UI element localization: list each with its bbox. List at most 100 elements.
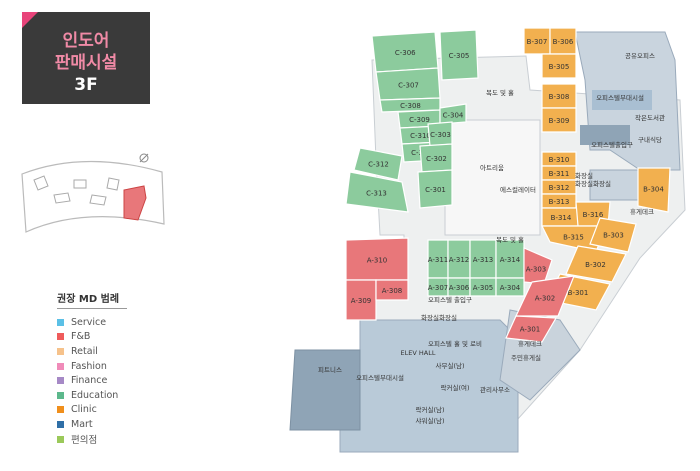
- facility-label-resident-lounge: 주민휴게실: [511, 353, 541, 362]
- facility-label-restroom-b2: 화장실: [575, 179, 593, 188]
- facility-label-rest-deck-b: 휴게데크: [630, 207, 654, 216]
- b-office-block: [580, 125, 630, 145]
- facility-label-elev-hall: ELEV HALL: [401, 349, 436, 357]
- unit-label: B-303: [603, 232, 624, 240]
- compass-icon: [139, 153, 149, 163]
- facility-label-officetel-lounge: 오피스텔부대시설: [596, 93, 644, 102]
- legend-item: Mart: [57, 417, 143, 432]
- legend-label: Clinic: [71, 404, 97, 416]
- facility-label-escalator: 에스컬레이터: [500, 185, 536, 194]
- unit-b-305[interactable]: [541, 53, 577, 79]
- unit-label: C-313: [366, 190, 387, 198]
- facility-label-restroom-b3: 화장실: [593, 179, 611, 188]
- unit-label: B-301: [568, 289, 589, 297]
- legend-swatch: [57, 391, 64, 399]
- legend-swatch: [57, 333, 64, 341]
- unit-a-304[interactable]: [495, 277, 525, 297]
- unit-c-313[interactable]: [345, 171, 409, 213]
- unit-c-305[interactable]: [439, 29, 479, 81]
- unit-label: A-310: [367, 257, 388, 265]
- unit-a-309[interactable]: [345, 279, 377, 321]
- legend-swatch: [57, 362, 64, 370]
- facility-label-restroom-a2: 화장실: [439, 313, 457, 322]
- unit-label: B-312: [549, 184, 570, 192]
- legend-swatch: [57, 420, 64, 428]
- title-line-1: 인도어: [62, 31, 110, 51]
- unit-label: B-315: [563, 234, 584, 242]
- unit-a-302[interactable]: [515, 275, 575, 317]
- unit-label: A-301: [520, 326, 541, 334]
- title-line-2: 판매시설: [54, 53, 118, 73]
- unit-label: C-307: [398, 82, 419, 90]
- unit-label: C-304: [443, 112, 464, 120]
- unit-label: A-303: [526, 266, 547, 274]
- legend-item: Service: [57, 315, 143, 330]
- unit-label: A-305: [473, 284, 494, 292]
- floor-title-card: 인도어 판매시설 3F: [22, 12, 150, 104]
- unit-a-308[interactable]: [375, 279, 409, 301]
- facility-label-locker-m: 락커실(남): [416, 405, 445, 414]
- facility-label-officetel-gate: 오피스텔출입구: [591, 140, 633, 149]
- legend-item: F&B: [57, 330, 143, 345]
- floor-plan: C-306C-305C-307C-308C-309C-310C-311C-304…: [289, 27, 686, 453]
- facility-label-fitness: 피트니스: [318, 365, 342, 374]
- facility-label-mgmt: 관리사무소: [480, 385, 510, 394]
- unit-label: B-307: [527, 38, 548, 46]
- legend-item: Education: [57, 388, 143, 403]
- unit-label: C-301: [425, 186, 446, 194]
- legend-label: Education: [71, 389, 119, 401]
- unit-label: B-309: [549, 117, 570, 125]
- unit-c-301[interactable]: [417, 169, 453, 209]
- unit-a-301[interactable]: [505, 315, 558, 343]
- unit-label: A-314: [500, 256, 521, 264]
- unit-label: B-311: [549, 170, 570, 178]
- unit-label: A-308: [382, 287, 403, 295]
- unit-label: C-303: [430, 131, 451, 139]
- facility-label-officetel-lounge-a: 오피스텔부대시설: [356, 373, 404, 382]
- legend-label: Retail: [71, 345, 98, 357]
- facility-label-atrium: 아트리움: [480, 163, 504, 172]
- legend-item: 편의점: [57, 432, 143, 447]
- legend-item: Clinic: [57, 403, 143, 418]
- unit-label: C-302: [426, 155, 447, 163]
- legend-label: Fashion: [71, 360, 107, 372]
- corner-accent: [22, 12, 38, 28]
- unit-c-304[interactable]: [439, 103, 467, 125]
- atrium-area: [444, 119, 541, 236]
- unit-label: B-304: [643, 186, 664, 194]
- legend-item: Finance: [57, 373, 143, 388]
- legend-swatch: [57, 318, 64, 326]
- fitness-zone: [289, 349, 361, 431]
- facility-label-shared-office: 공유오피스: [625, 51, 655, 60]
- unit-label: B-314: [551, 214, 572, 222]
- key-map: [21, 153, 165, 233]
- unit-label: B-313: [549, 198, 570, 206]
- legend-label: Mart: [71, 418, 93, 430]
- legend-item: Fashion: [57, 359, 143, 374]
- legend-swatch: [57, 406, 64, 414]
- legend-label: Finance: [71, 375, 108, 387]
- facility-label-officetel-hall: 오피스텔 홀 및 로비: [428, 339, 482, 348]
- legend-swatch: [57, 435, 64, 443]
- unit-label: B-306: [553, 38, 574, 46]
- unit-b-309[interactable]: [541, 107, 577, 133]
- facility-label-officetel-gate-a: 오피스텔 출입구: [428, 295, 472, 304]
- unit-label: C-309: [409, 116, 430, 124]
- facility-label-locker-f: 락커실(여): [441, 383, 470, 392]
- unit-label: A-313: [473, 256, 494, 264]
- unit-label: C-308: [400, 102, 421, 110]
- facility-label-restaurant: 구내식당: [638, 135, 662, 144]
- unit-label: B-308: [549, 93, 570, 101]
- unit-label: A-304: [500, 284, 521, 292]
- unit-label: A-312: [449, 256, 470, 264]
- facility-label-corridor-mid: 복도 및 홀: [496, 235, 524, 244]
- unit-b-304[interactable]: [637, 167, 671, 213]
- unit-c-312[interactable]: [353, 147, 403, 181]
- b-office-lounge: [592, 90, 652, 110]
- unit-label: A-302: [535, 295, 556, 303]
- unit-b-302[interactable]: [565, 245, 627, 283]
- facility-label-shower: 샤워실(남): [416, 416, 445, 425]
- unit-b-303[interactable]: [589, 217, 637, 253]
- legend-label: Service: [71, 316, 107, 328]
